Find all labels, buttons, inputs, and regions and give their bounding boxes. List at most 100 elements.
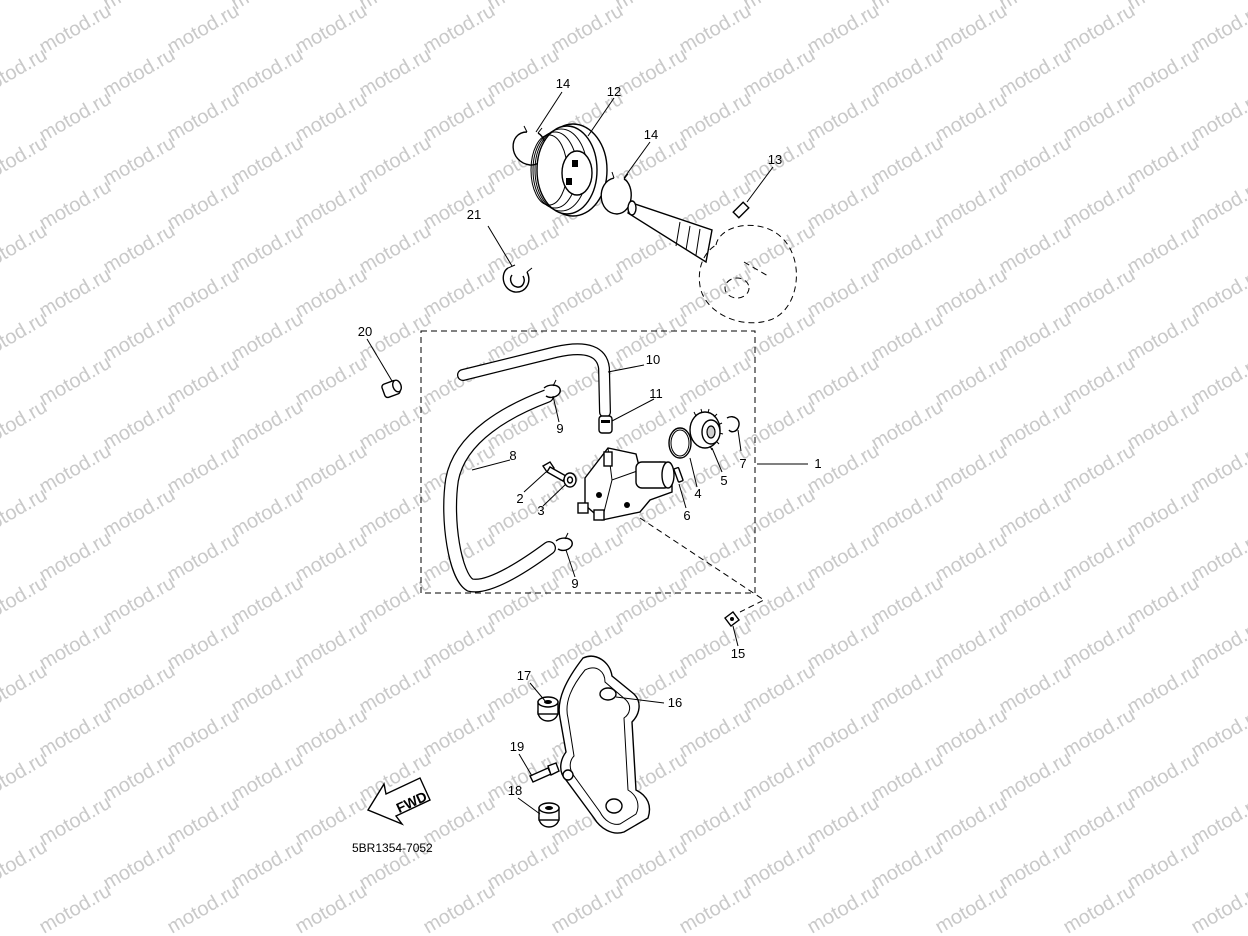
watermark-text: motod.ru <box>996 484 1075 543</box>
watermark-text: motod.ru <box>804 528 883 587</box>
watermark-text: motod.ru <box>228 660 307 719</box>
callout-19: 19 <box>510 739 524 754</box>
watermark-text: motod.ru <box>484 220 563 279</box>
watermark-text: motod.ru <box>1188 88 1248 147</box>
watermark-text: motod.ru <box>1060 616 1139 675</box>
watermark-text: motod.ru <box>100 0 179 14</box>
watermark-text: motod.ru <box>484 0 563 14</box>
watermark-text: motod.ru <box>868 484 947 543</box>
watermark-text: motod.ru <box>1124 132 1203 191</box>
callout-13: 13 <box>768 152 782 167</box>
watermark-text: motod.ru <box>420 264 499 323</box>
watermark-text: motod.ru <box>292 616 371 675</box>
watermark-text: motod.ru <box>0 220 51 279</box>
watermark-text: motod.ru <box>36 704 115 763</box>
watermark-text: motod.ru <box>164 880 243 936</box>
watermark-text: motod.ru <box>1060 880 1139 936</box>
watermark-text: motod.ru <box>0 0 51 14</box>
watermark-text: motod.ru <box>1188 880 1248 936</box>
bolt-19 <box>529 762 560 783</box>
watermark-text: motod.ru <box>100 484 179 543</box>
watermark-text: motod.ru <box>0 308 51 367</box>
shaft-and-gear <box>627 200 797 324</box>
watermark-text: motod.ru <box>164 616 243 675</box>
watermark-text: motod.ru <box>932 528 1011 587</box>
watermark-text: motod.ru <box>1188 792 1248 851</box>
watermark-text: motod.ru <box>1060 88 1139 147</box>
assembly-1-boundary <box>420 330 756 594</box>
o-ring-4 <box>668 427 692 459</box>
watermark-text: motod.ru <box>1124 308 1203 367</box>
watermark-text: motod.ru <box>676 528 755 587</box>
callout-14-upper-left: 14 <box>556 76 570 91</box>
watermark-text: motod.ru <box>804 88 883 147</box>
watermark-text: motod.ru <box>804 880 883 936</box>
watermark-text: motod.ru <box>36 352 115 411</box>
watermark-text: motod.ru <box>36 616 115 675</box>
watermark-text: motod.ru <box>0 836 51 895</box>
watermark-text: motod.ru <box>1060 264 1139 323</box>
watermark-text: motod.ru <box>420 880 499 936</box>
watermark-text: motod.ru <box>612 44 691 103</box>
watermark-text: motod.ru <box>740 0 819 14</box>
watermark-text: motod.ru <box>932 88 1011 147</box>
watermark-text: motod.ru <box>164 176 243 235</box>
callout-2: 2 <box>516 491 523 506</box>
watermark-text: motod.ru <box>100 660 179 719</box>
watermark-text: motod.ru <box>868 44 947 103</box>
watermark-text: motod.ru <box>932 0 1011 58</box>
hose-10 <box>457 343 611 418</box>
watermark-text: motod.ru <box>548 880 627 936</box>
watermark-text: motod.ru <box>36 528 115 587</box>
watermark-text: motod.ru <box>1188 616 1248 675</box>
watermark-text: motod.ru <box>1060 704 1139 763</box>
watermark-text: motod.ru <box>36 880 115 936</box>
watermark-text: motod.ru <box>228 220 307 279</box>
watermark-text: motod.ru <box>740 44 819 103</box>
watermark-text: motod.ru <box>548 0 627 58</box>
watermark-text: motod.ru <box>1060 528 1139 587</box>
watermark-text: motod.ru <box>420 0 499 58</box>
watermark-text: motod.ru <box>292 88 371 147</box>
callout-11: 11 <box>649 386 663 401</box>
pin-13 <box>732 201 750 219</box>
watermark-text: motod.ru <box>868 660 947 719</box>
watermark-text: motod.ru <box>676 880 755 936</box>
watermark-text: motod.ru <box>484 836 563 895</box>
watermark-text: motod.ru <box>676 792 755 851</box>
watermark-text: motod.ru <box>740 836 819 895</box>
watermark-text: motod.ru <box>676 0 755 58</box>
watermark-text: motod.ru <box>228 748 307 807</box>
watermark-text: motod.ru <box>996 132 1075 191</box>
watermark-text: motod.ru <box>1124 572 1203 631</box>
watermark-text: motod.ru <box>228 836 307 895</box>
watermark-text: motod.ru <box>1188 352 1248 411</box>
callout-20: 20 <box>358 324 372 339</box>
gear-5 <box>689 408 724 451</box>
callout-10: 10 <box>646 352 660 367</box>
watermark-text: motod.ru <box>100 44 179 103</box>
circlip-7 <box>726 416 740 433</box>
watermark-text: motod.ru <box>0 748 51 807</box>
watermark-text: motod.ru <box>1060 176 1139 235</box>
watermark-text: motod.ru <box>996 308 1075 367</box>
callout-3: 3 <box>537 503 544 518</box>
watermark-text: motod.ru <box>1124 660 1203 719</box>
watermark-text: motod.ru <box>804 704 883 763</box>
watermark-text: motod.ru <box>164 352 243 411</box>
watermark-text: motod.ru <box>292 880 371 936</box>
watermark-text: motod.ru <box>740 308 819 367</box>
watermark-text: motod.ru <box>1188 0 1248 58</box>
watermark-text: motod.ru <box>932 880 1011 936</box>
watermark-text: motod.ru <box>164 0 243 58</box>
watermark-text: motod.ru <box>996 836 1075 895</box>
watermark-text: motod.ru <box>1188 528 1248 587</box>
watermark-text: motod.ru <box>1060 792 1139 851</box>
callout-21: 21 <box>467 207 481 222</box>
watermark-text: motod.ru <box>932 352 1011 411</box>
callout-7: 7 <box>739 456 746 471</box>
watermark-text: motod.ru <box>36 176 115 235</box>
watermark-text: motod.ru <box>164 792 243 851</box>
watermark-text: motod.ru <box>356 132 435 191</box>
